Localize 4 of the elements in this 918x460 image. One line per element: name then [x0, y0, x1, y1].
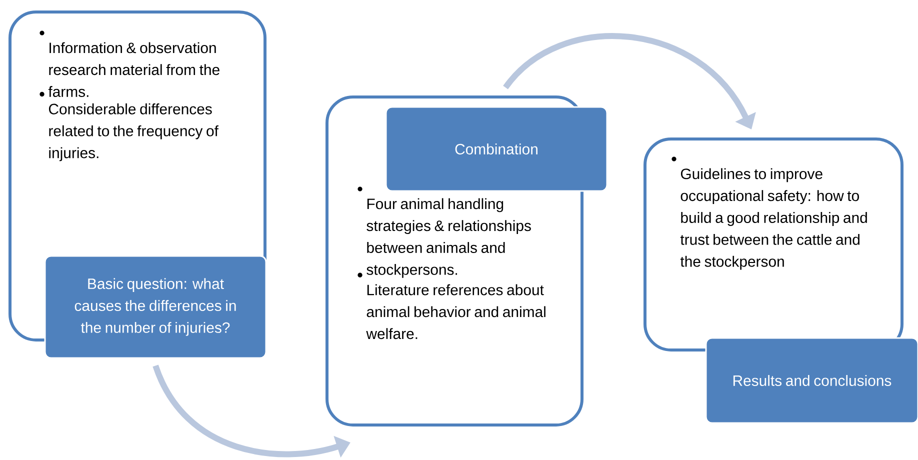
- bullet-box: Guidelines to improve occupational safety: how to build a good relationship and trust between the cattle and the stockperson: [644, 138, 904, 352]
- heading-box: Results and conclusions: [705, 337, 918, 424]
- heading-box: Combination: [385, 106, 608, 192]
- heading-box: Basic question: what causes the differences in the number of injuries?: [44, 255, 267, 359]
